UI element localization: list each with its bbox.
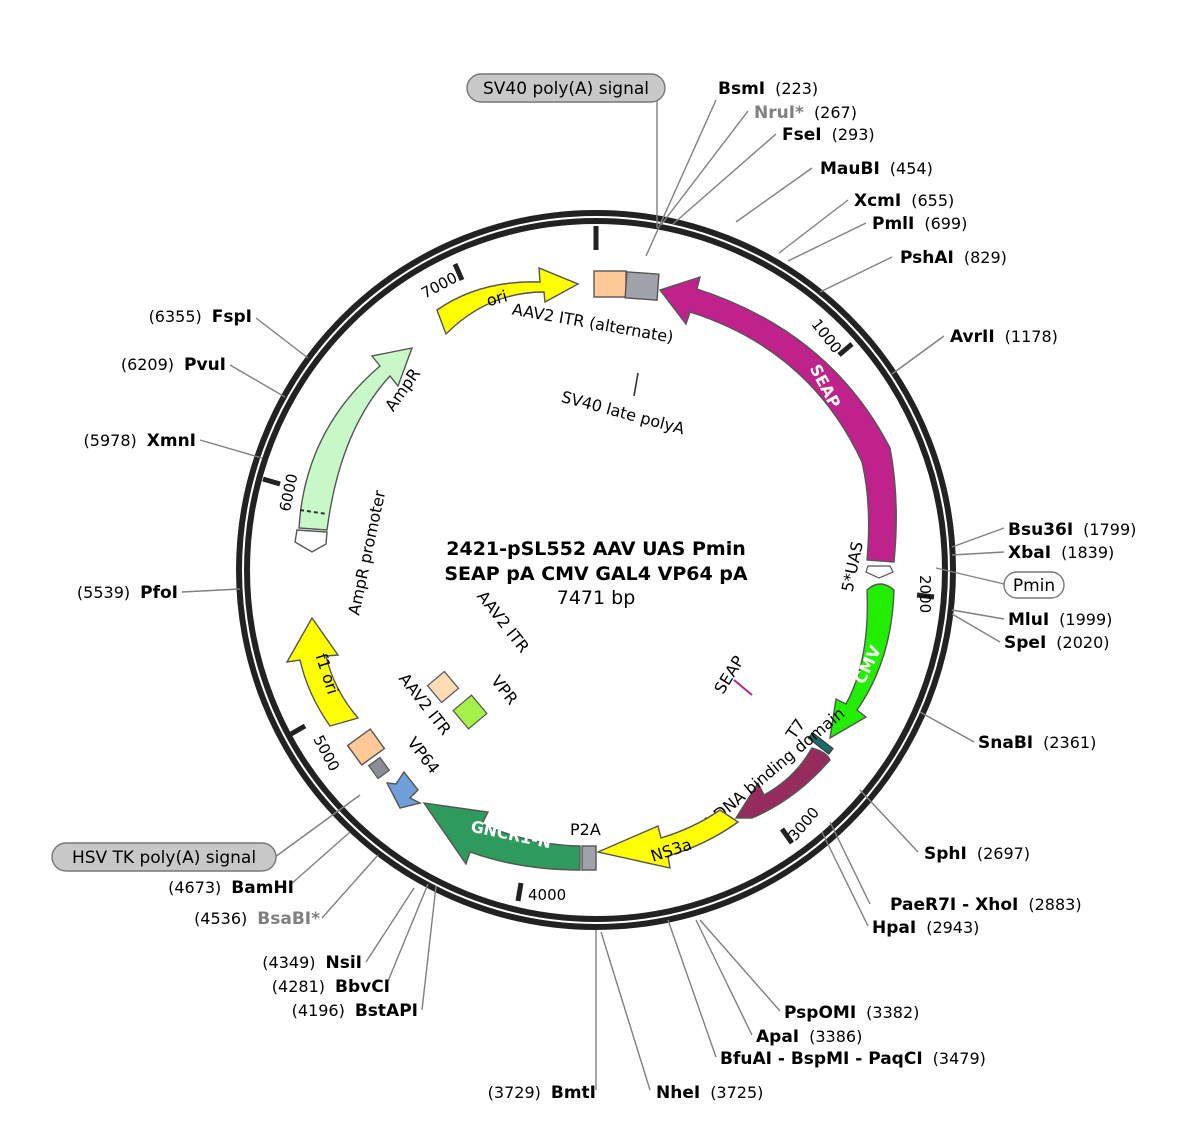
tick-label: 6000 xyxy=(276,472,302,513)
enzyme-nhei: NheI(3725) xyxy=(656,1083,763,1103)
enzyme-paer7i-xhoi: PaeR7I - XhoI(2883) xyxy=(890,895,1082,915)
enzyme-pvui: (6209)PvuI xyxy=(121,355,226,375)
enzyme-maubi: MauBI(454) xyxy=(820,159,933,179)
ampr-promoter-divider xyxy=(299,509,328,515)
enzyme-bsu36i: Bsu36I(1799) xyxy=(1008,520,1136,540)
enzyme-nrui: NruI*(267) xyxy=(754,103,857,123)
backbone-outer-ring xyxy=(236,210,956,930)
gal4-feature xyxy=(734,747,831,819)
enzyme-pmli: PmlI(699) xyxy=(872,214,967,234)
enzyme-bamhi: (4673)BamHI xyxy=(168,878,294,898)
enzyme-xbai: XbaI(1839) xyxy=(1008,543,1114,563)
ori-feature xyxy=(436,266,580,336)
aav2-itr-floating-label: AAV2 ITR xyxy=(473,587,533,656)
sv40-polya-signal-pill: SV40 poly(A) signal xyxy=(466,73,666,103)
ampr-feature xyxy=(298,347,414,531)
enzyme-bsabi: (4536)BsaBI* xyxy=(194,909,320,929)
seap-inner-mark xyxy=(733,679,753,696)
uas-label: 5*UAS xyxy=(838,540,867,594)
ampr-promoter-label: AmpR promoter xyxy=(344,488,389,617)
pmin-pill: Pmin xyxy=(1003,571,1065,599)
seap-feature xyxy=(658,275,897,563)
plasmid-length: 7471 bp xyxy=(557,587,636,609)
vpr-box xyxy=(452,694,488,730)
enzyme-xcmi: XcmI(655) xyxy=(854,191,954,211)
hsv-tk-polya-signal-label: HSV TK poly(A) signal xyxy=(72,848,256,868)
enzyme-bbvci: (4281)BbvCI xyxy=(272,977,390,997)
enzyme-mlui: MluI(1999) xyxy=(1008,610,1112,630)
vp64-label: VP64 xyxy=(403,733,443,777)
enzyme-nsii: (4349)NsiI xyxy=(262,953,362,973)
aav2-itr-lower-box xyxy=(346,728,386,766)
enzyme-bmti: (3729)BmtI xyxy=(488,1083,596,1103)
ns3a-feature xyxy=(595,809,740,869)
plasmid-name-line1: 2421-pSL552 AAV UAS Pmin xyxy=(446,538,745,560)
pmin-label: Pmin xyxy=(1013,576,1055,596)
enzyme-pshai: PshAI(829) xyxy=(900,248,1007,268)
p2a-label: P2A xyxy=(570,820,601,839)
enzyme-hpai: HpaI(2943) xyxy=(872,918,979,938)
gncr1n-feature xyxy=(422,802,581,871)
aav2-itr-floating-box xyxy=(426,670,460,704)
plasmid-name-line2: SEAP pA CMV GAL4 VP64 pA xyxy=(444,563,748,585)
enzyme-avrii: AvrII(1178) xyxy=(950,327,1058,347)
enzyme-spei: SpeI(2020) xyxy=(1004,633,1109,653)
enzyme-labels: BsmI(223) NruI*(267) FseI(293) MauBI(454… xyxy=(77,79,1136,1103)
enzyme-snabi: SnaBI(2361) xyxy=(978,733,1096,753)
tick-label: 7000 xyxy=(418,269,460,303)
aav2-itr-alternate-label: AAV2 ITR (alternate) xyxy=(511,300,675,347)
tick-label: 4000 xyxy=(528,886,566,904)
enzyme-fspi: (6355)FspI xyxy=(149,307,252,327)
enzyme-fsei: FseI(293) xyxy=(782,125,875,145)
f1ori-feature xyxy=(285,616,360,727)
aav2-itr-lower-grey xyxy=(367,756,391,780)
aav2-itr-grey-box xyxy=(624,271,660,301)
scale-ticks xyxy=(262,226,935,902)
vpr-label: VPR xyxy=(487,672,522,709)
enzyme-bstapi: (4196)BstAPI xyxy=(292,1001,418,1021)
sv40-late-polya-mark xyxy=(633,372,639,397)
enzyme-pspomi: PspOMI(3382) xyxy=(784,1003,919,1023)
enzyme-leader-lines xyxy=(181,99,1005,1091)
enzyme-apai: ApaI(3386) xyxy=(756,1027,862,1047)
sv40-late-polya-label: SV40 late polyA xyxy=(559,387,686,438)
hsv-tk-polya-signal-pill: HSV TK poly(A) signal xyxy=(51,842,277,872)
vp64-feature xyxy=(385,770,423,809)
seap-inner-label: SEAP xyxy=(710,652,748,697)
enzyme-sphi: SphI(2697) xyxy=(924,844,1030,864)
enzyme-xmni: (5978)XmnI xyxy=(84,431,196,451)
enzyme-bsmi: BsmI(223) xyxy=(718,79,818,99)
p2a-feature xyxy=(581,845,597,871)
aav2-itr-alternate-box xyxy=(593,270,627,298)
sv40-polya-signal-label: SV40 poly(A) signal xyxy=(483,79,649,99)
t7-feature xyxy=(807,731,834,755)
enzyme-pfoi: (5539)PfoI xyxy=(77,583,178,603)
ampr-promoter-feature xyxy=(294,529,328,553)
uas-feature xyxy=(865,565,894,579)
enzyme-bfuai-bspmi-paqci: BfuAI - BspMI - PaqCI(3479) xyxy=(720,1049,986,1069)
cmv-feature xyxy=(829,583,895,740)
tick-label: 5000 xyxy=(309,732,343,774)
tick-label: 2000 xyxy=(916,575,934,613)
